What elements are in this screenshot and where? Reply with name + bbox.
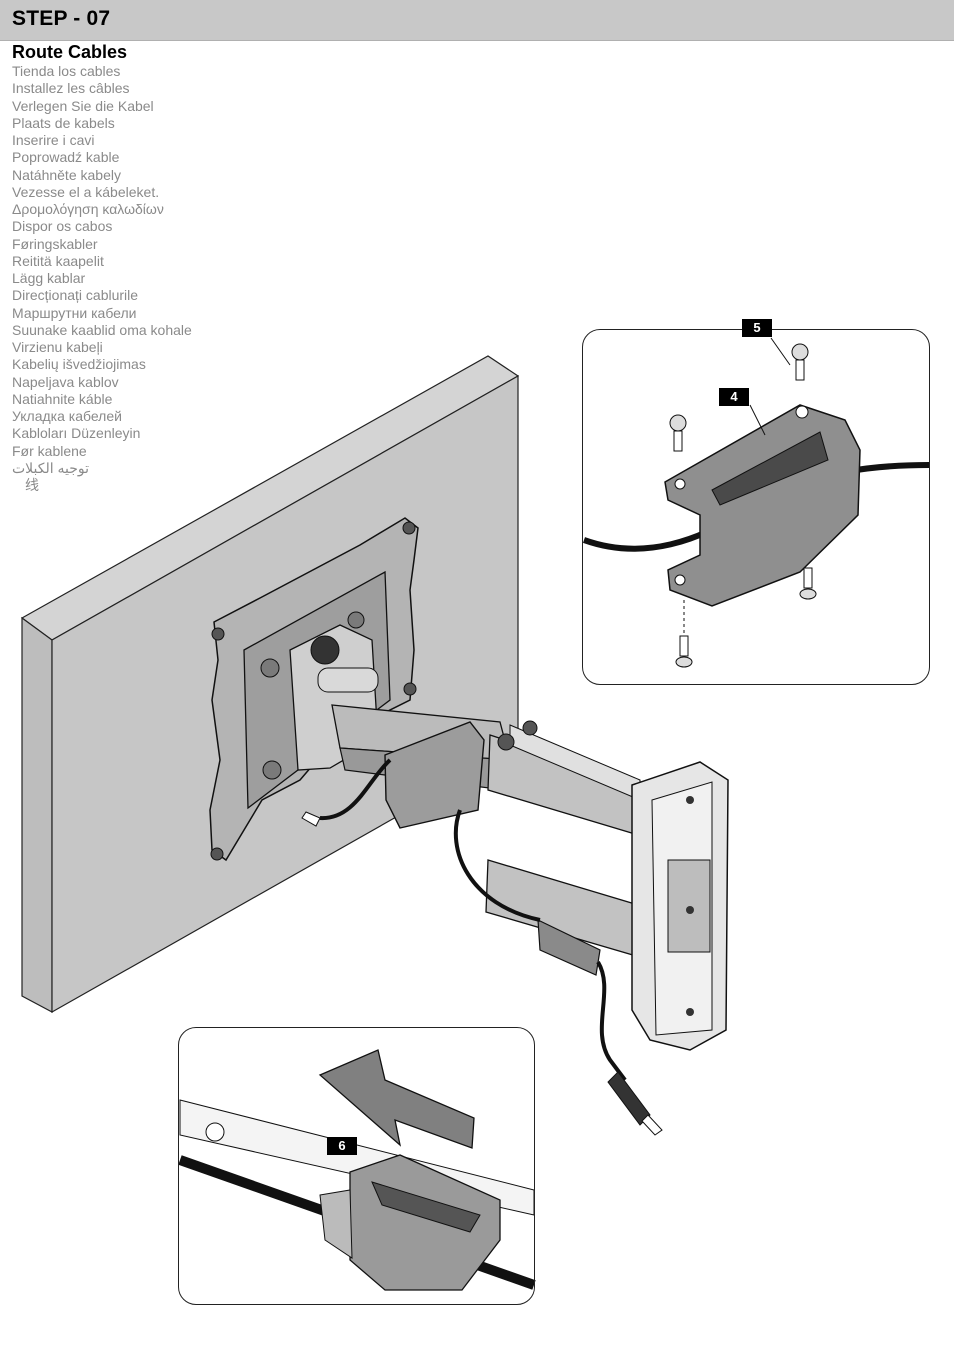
callout-label-cover: 4 bbox=[719, 388, 749, 406]
translation-pl: Poprowadź kable bbox=[12, 149, 120, 166]
translation-lt: Kabelių išvedžiojimas bbox=[12, 356, 146, 373]
translation-bg: Маршрутни кабели bbox=[12, 304, 137, 321]
translation-el: Δρομολόγηση καλωδίων bbox=[12, 201, 164, 217]
translation-nl: Plaats de kabels bbox=[12, 114, 115, 131]
translation-zh: 线 bbox=[25, 477, 39, 493]
translation-da: Føringskabler bbox=[12, 235, 98, 252]
slide-detail-callout bbox=[178, 1027, 535, 1305]
translation-et: Suunake kaablid oma kohale bbox=[12, 321, 192, 338]
translation-ro: Direcționați cablurile bbox=[12, 287, 139, 304]
screw-icon bbox=[791, 343, 809, 381]
translation-fi: Reititä kaapelit bbox=[12, 252, 104, 269]
screw-icon bbox=[799, 567, 817, 600]
translation-fr: Installez les câbles bbox=[12, 80, 130, 97]
articulating-arm bbox=[331, 704, 661, 961]
slide-detail-art bbox=[178, 1049, 536, 1291]
arm-cable-cover bbox=[384, 721, 601, 976]
callout-label-slide: 6 bbox=[327, 1137, 357, 1155]
translation-no: Før kablene bbox=[12, 442, 87, 459]
screw-icon bbox=[675, 635, 693, 668]
cover-detail-art bbox=[582, 337, 930, 668]
translation-sk: Natiahnite káble bbox=[12, 390, 113, 407]
translation-lv: Virzienu kabeļi bbox=[12, 339, 103, 355]
translation-ar: توجيه الكبلات bbox=[12, 459, 90, 476]
callout-label-screw: 5 bbox=[742, 319, 772, 337]
screw-icon bbox=[669, 414, 687, 452]
translation-de: Verlegen Sie die Kabel bbox=[12, 97, 154, 114]
step-header-bar: STEP - 07 bbox=[0, 0, 954, 41]
translation-hu: Vezesse el a kábeleket. bbox=[12, 183, 160, 200]
translation-es: Tienda los cables bbox=[12, 63, 121, 79]
translation-sl: Napeljava kablov bbox=[12, 373, 119, 390]
translation-pt: Dispor os cabos bbox=[12, 218, 113, 235]
routed-cable bbox=[301, 758, 663, 1136]
translation-ru: Укладка кабелей bbox=[12, 408, 122, 424]
translation-tr: Kabloları Düzenleyin bbox=[12, 425, 141, 442]
wall-plate bbox=[631, 761, 729, 1051]
section-title: Route Cables bbox=[12, 42, 128, 62]
translation-cs: Natáhněte kabely bbox=[12, 166, 121, 183]
translation-it: Inserire i cavi bbox=[12, 132, 95, 148]
cover-detail-callout bbox=[582, 329, 930, 685]
step-title: STEP - 07 bbox=[12, 7, 111, 30]
translation-sv: Lägg kablar bbox=[12, 270, 86, 286]
translation-list: Tienda los cables Installez les câbles V… bbox=[12, 63, 192, 494]
